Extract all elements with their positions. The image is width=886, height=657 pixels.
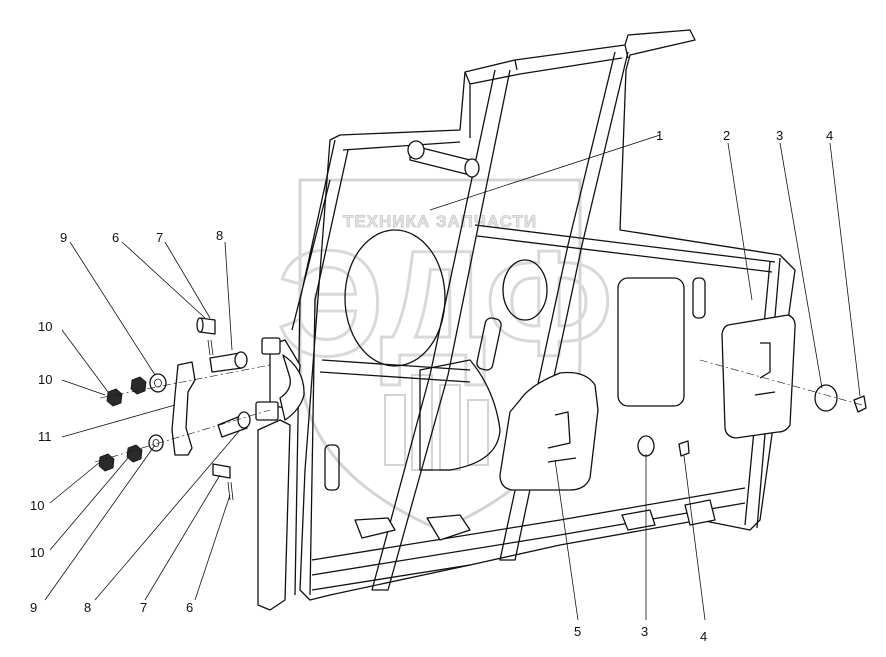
bottom-bracket-3 (621, 509, 656, 531)
washer-9-upper (149, 373, 167, 393)
horizontal-crossbar (319, 224, 776, 383)
round-opening-left (344, 229, 446, 367)
callout-3-top: 3 (776, 128, 783, 143)
callout-4-bottom: 4 (700, 629, 707, 644)
left-post (291, 139, 349, 596)
callout-9-bottom: 9 (30, 600, 37, 615)
rear-panel-outline (299, 29, 796, 601)
callout-6-bottom: 6 (186, 600, 193, 615)
callout-labels: 1 2 3 4 9 6 7 8 10 10 11 10 10 9 8 7 6 5… (30, 128, 833, 644)
lower-cutout (419, 359, 501, 471)
clip-4-center (678, 440, 690, 457)
bottom-bracket-4 (684, 499, 716, 526)
slot-middle (476, 317, 502, 371)
cover-plate-2-handle (754, 342, 776, 396)
callout-9-top: 9 (60, 230, 67, 245)
assembly-axis-lower (94, 409, 271, 463)
callout-6-top: 6 (112, 230, 119, 245)
leader-lines (44, 134, 861, 621)
window-rear-right (617, 277, 685, 407)
clip-4-right (853, 395, 867, 413)
callout-5: 5 (574, 624, 581, 639)
slot-upper (692, 277, 706, 319)
hinge-halfmoon (279, 354, 305, 421)
central-member-right (499, 51, 629, 561)
callout-8-bottom: 8 (84, 600, 91, 615)
cover-plate-5 (499, 371, 599, 491)
callout-11: 11 (38, 429, 52, 444)
cotter-pin-8-upper (207, 339, 214, 356)
bottom-rail (311, 487, 746, 591)
hinge-knuckle-top (261, 337, 281, 355)
callout-10-first: 10 (38, 319, 52, 334)
callout-2: 2 (723, 128, 730, 143)
nuts-10-upper (106, 376, 147, 407)
washer-3-center (637, 435, 655, 457)
front-vertical-strip (257, 419, 291, 611)
callout-7-top: 7 (156, 230, 163, 245)
slot-lower (324, 444, 340, 491)
exploded-fasteners (94, 317, 863, 501)
frame-assembly (255, 29, 867, 611)
washer-3-right (814, 384, 838, 412)
bracket-11 (171, 361, 196, 456)
callout-10-fourth: 10 (30, 545, 44, 560)
callout-1: 1 (656, 128, 663, 143)
callout-10-third: 10 (30, 498, 44, 513)
callout-3-bottom: 3 (641, 624, 648, 639)
callout-7-bottom: 7 (140, 600, 147, 615)
callout-10-second: 10 (38, 372, 52, 387)
nuts-10-lower (98, 444, 143, 472)
assembly-axis-upper (99, 364, 271, 399)
bottom-bracket-1 (426, 514, 471, 541)
assembly-axis-right (699, 359, 863, 406)
top-cylinder (407, 140, 480, 178)
round-opening-center (502, 259, 548, 321)
cover-plate-5-handle (547, 411, 577, 463)
pin-7-lower (212, 463, 231, 479)
callout-4-top: 4 (826, 128, 833, 143)
callout-8-top: 8 (216, 228, 223, 243)
top-rail (342, 44, 629, 151)
washer-9-lower (148, 434, 164, 452)
cotter-pin-8-lower (227, 481, 234, 501)
bottom-bracket-2 (354, 517, 396, 539)
watermark-buildings (384, 374, 489, 471)
